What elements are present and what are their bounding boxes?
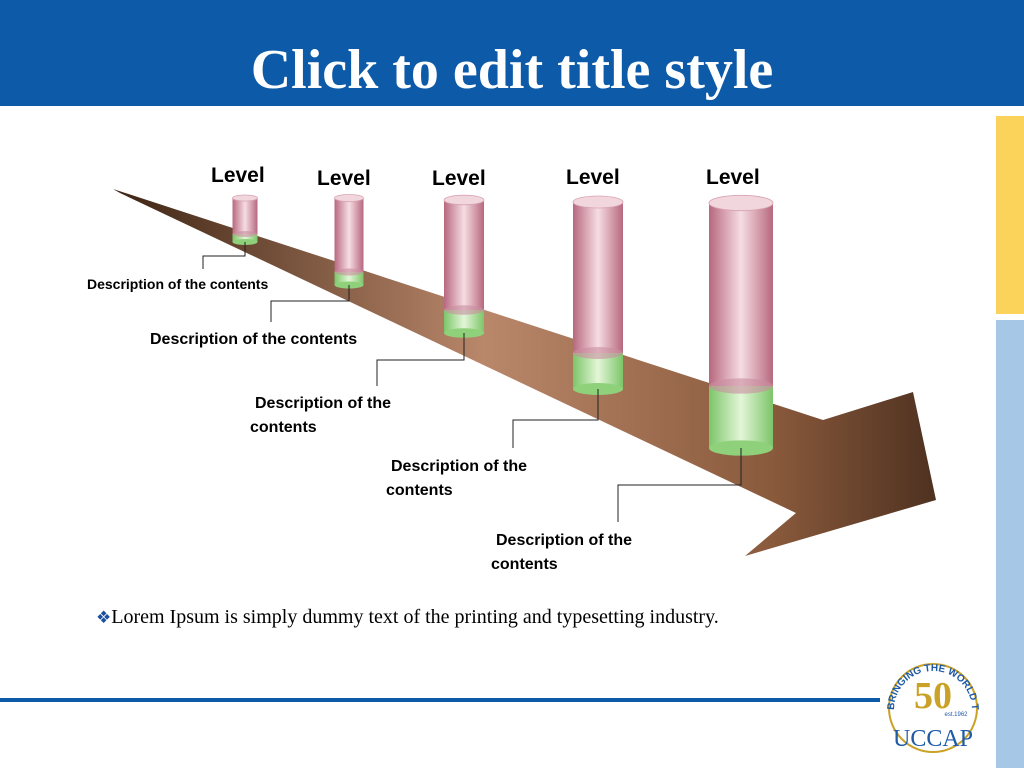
leader-line-1 (202, 242, 246, 269)
level-label-2[interactable]: Level (317, 167, 371, 190)
description-2[interactable]: Description of the contents (150, 331, 358, 348)
leader-line-5 (617, 448, 742, 522)
footer-divider (0, 698, 880, 702)
anniversary-logo: BRINGING THE WORLD TO YOU 50 est.1962 UC… (880, 650, 980, 753)
note-text: Lorem Ipsum is simply dummy text of the … (111, 606, 719, 628)
level-label-1[interactable]: Level (211, 164, 265, 187)
level-label-3[interactable]: Level (432, 167, 486, 190)
level-cylinder-5 (708, 194, 774, 456)
logo-ring (888, 663, 978, 753)
logo-number: 50 (914, 675, 952, 717)
level-cylinder-1 (232, 194, 258, 245)
description-5[interactable]: Description of the contents (491, 532, 633, 573)
description-1[interactable]: Description of the contents (87, 276, 269, 292)
trend-arrow (113, 189, 936, 556)
description-4[interactable]: Description of the contents (386, 458, 528, 499)
diamond-bullet-icon: ❖ (96, 608, 112, 627)
level-cylinder-2 (334, 194, 364, 289)
page-title[interactable]: Click to edit title style (250, 39, 774, 101)
description-3[interactable]: Description of the contents (250, 395, 392, 436)
side-accent-yellow (996, 116, 1024, 314)
leader-line-4 (512, 389, 599, 448)
logo-est: est.1962 (944, 712, 968, 718)
level-cylinder-3 (443, 194, 485, 338)
title-bar (0, 0, 1024, 110)
level-cylinder-4 (572, 195, 624, 395)
leader-line-2 (270, 285, 350, 322)
level-label-4[interactable]: Level (566, 166, 620, 189)
leader-line-3 (376, 333, 465, 386)
title-underline (0, 106, 1024, 110)
side-accent-blue (996, 320, 1024, 768)
level-label-5[interactable]: Level (706, 166, 760, 189)
logo-acronym: UCCAP (893, 726, 973, 752)
bullet-note[interactable]: ❖Lorem Ipsum is simply dummy text of the… (96, 604, 776, 631)
